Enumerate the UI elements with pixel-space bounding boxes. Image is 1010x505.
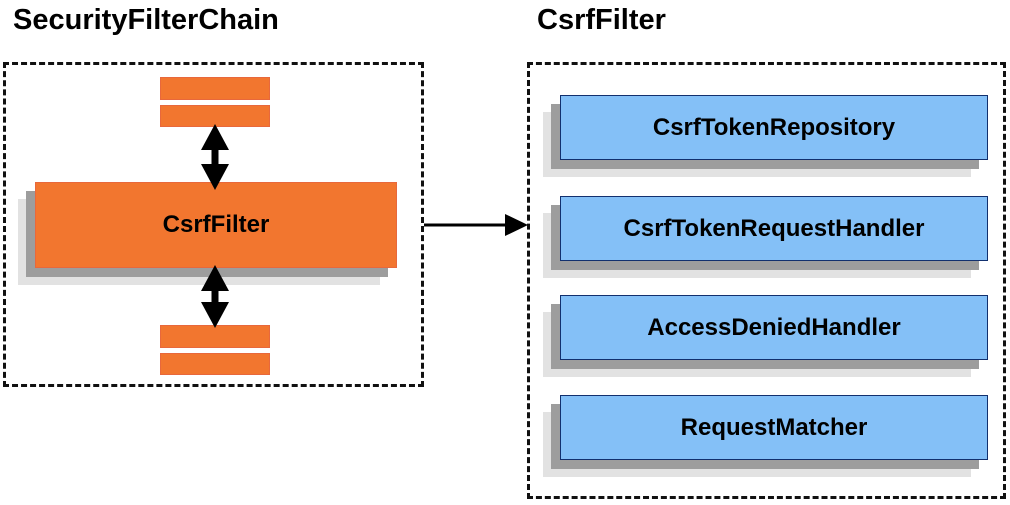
collaborator-label: CsrfTokenRepository <box>560 95 988 160</box>
filter-bar-above-1 <box>160 77 270 100</box>
collaborator-box-csrf-token-repository[interactable]: CsrfTokenRepository <box>543 95 988 177</box>
csrf-filter-box[interactable]: CsrfFilter <box>18 182 397 285</box>
connector-arrow-icon <box>424 214 528 236</box>
collaborator-box-request-matcher[interactable]: RequestMatcher <box>543 395 988 477</box>
filter-bar-label <box>160 353 270 375</box>
collaborator-label: RequestMatcher <box>560 395 988 460</box>
filter-bar-label <box>160 325 270 348</box>
filter-bar-below-2 <box>160 353 270 375</box>
panel-csrf-filter-collaborators <box>527 62 1006 499</box>
page-title-security-filter-chain: SecurityFilterChain <box>13 4 279 36</box>
panel-security-filter-chain <box>3 62 424 387</box>
filter-bar-above-2 <box>160 105 270 127</box>
collaborator-label: AccessDeniedHandler <box>560 295 988 360</box>
collaborator-box-csrf-token-request-handler[interactable]: CsrfTokenRequestHandler <box>543 196 988 278</box>
collaborator-label: CsrfTokenRequestHandler <box>560 196 988 261</box>
page-title-csrf-filter: CsrfFilter <box>537 4 666 36</box>
filter-bar-label <box>160 105 270 127</box>
filter-bar-below-1 <box>160 325 270 348</box>
csrf-filter-label: CsrfFilter <box>35 182 397 268</box>
collaborator-box-access-denied-handler[interactable]: AccessDeniedHandler <box>543 295 988 377</box>
filter-bar-label <box>160 77 270 100</box>
